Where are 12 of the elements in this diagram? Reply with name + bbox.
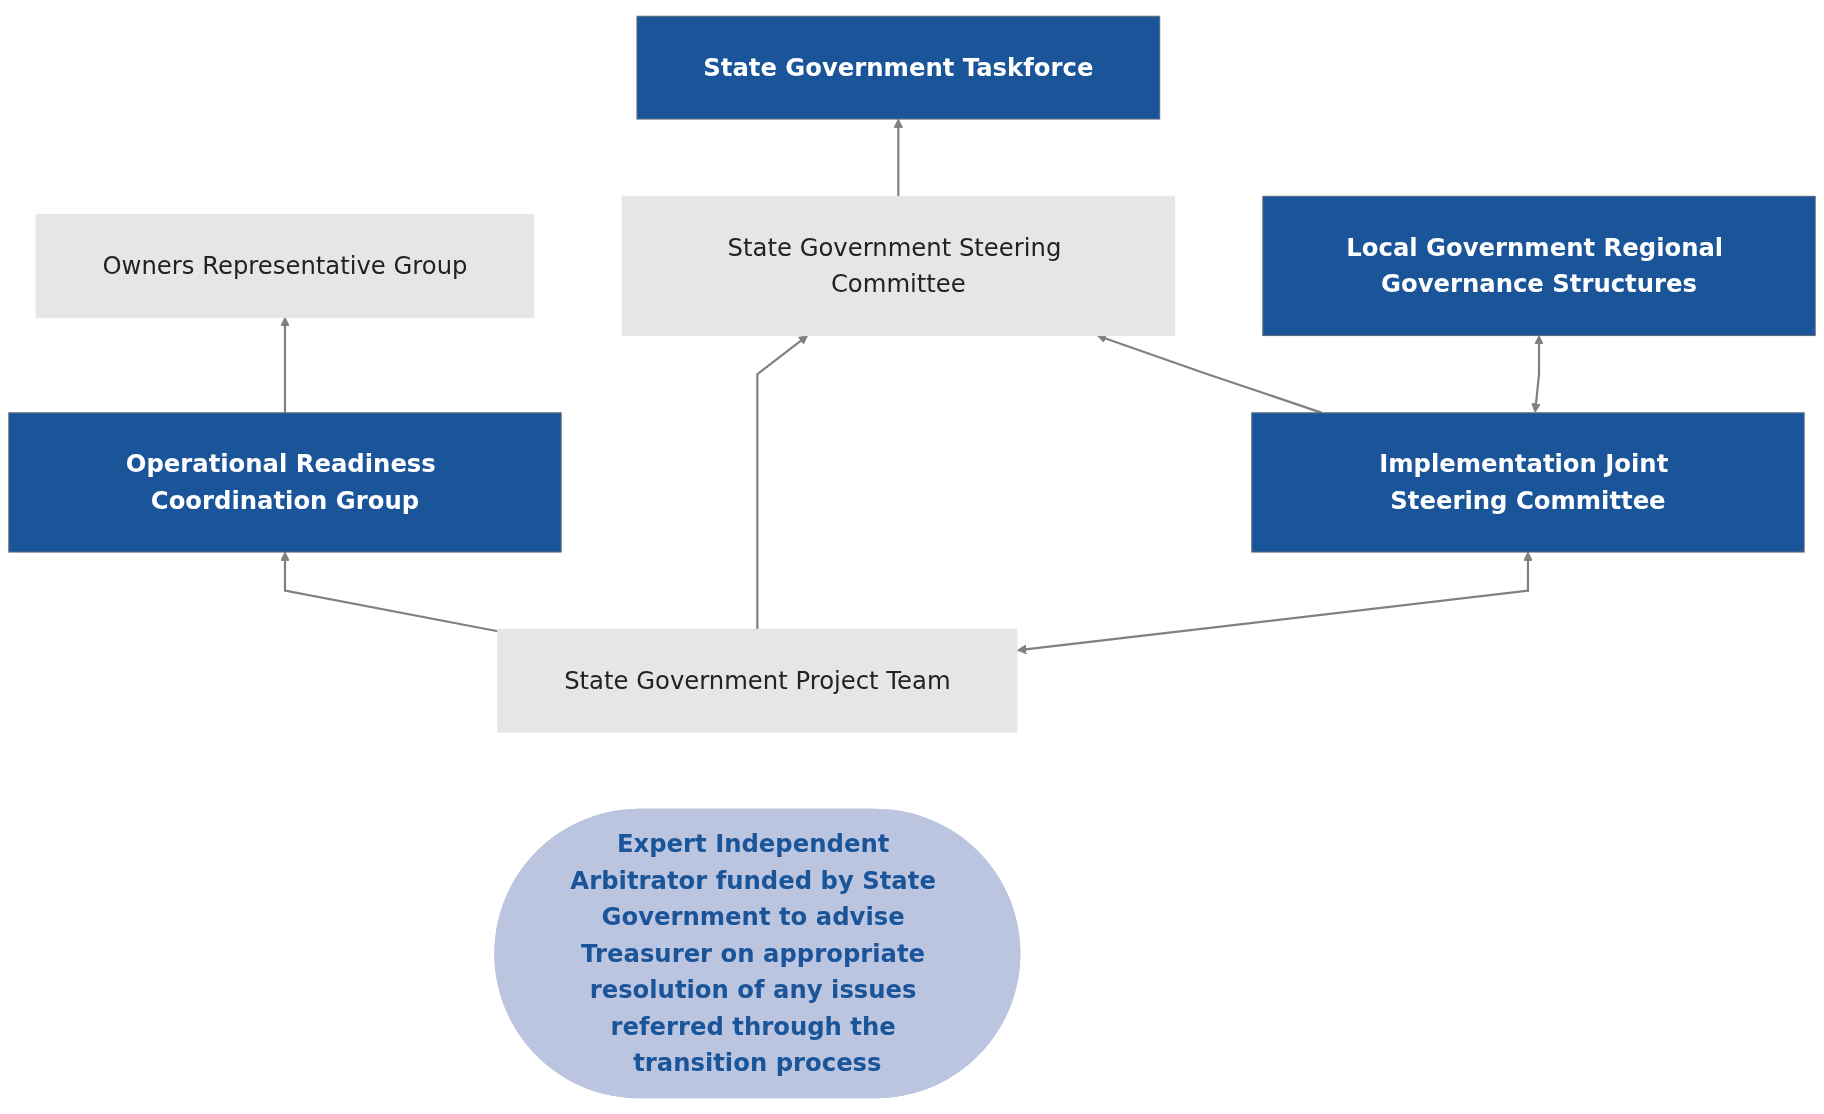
arrow bbox=[1016, 551, 1533, 655]
node-box: State Government Taskforce bbox=[636, 15, 1161, 120]
arrow bbox=[756, 335, 809, 630]
arrow bbox=[893, 118, 904, 197]
node-box: Owners Representative Group bbox=[35, 214, 535, 318]
arrow bbox=[1531, 335, 1544, 413]
node-box: State Government Steering Committee bbox=[621, 195, 1176, 337]
arrow bbox=[280, 316, 290, 413]
node-box: Local Government Regional Governance Structures bbox=[1262, 195, 1816, 337]
node-box: State Government Project Team bbox=[497, 628, 1018, 733]
node-box: Operational Readiness Coordination Group bbox=[8, 412, 562, 553]
node-box: Implementation Joint Steering Committee bbox=[1251, 412, 1805, 553]
